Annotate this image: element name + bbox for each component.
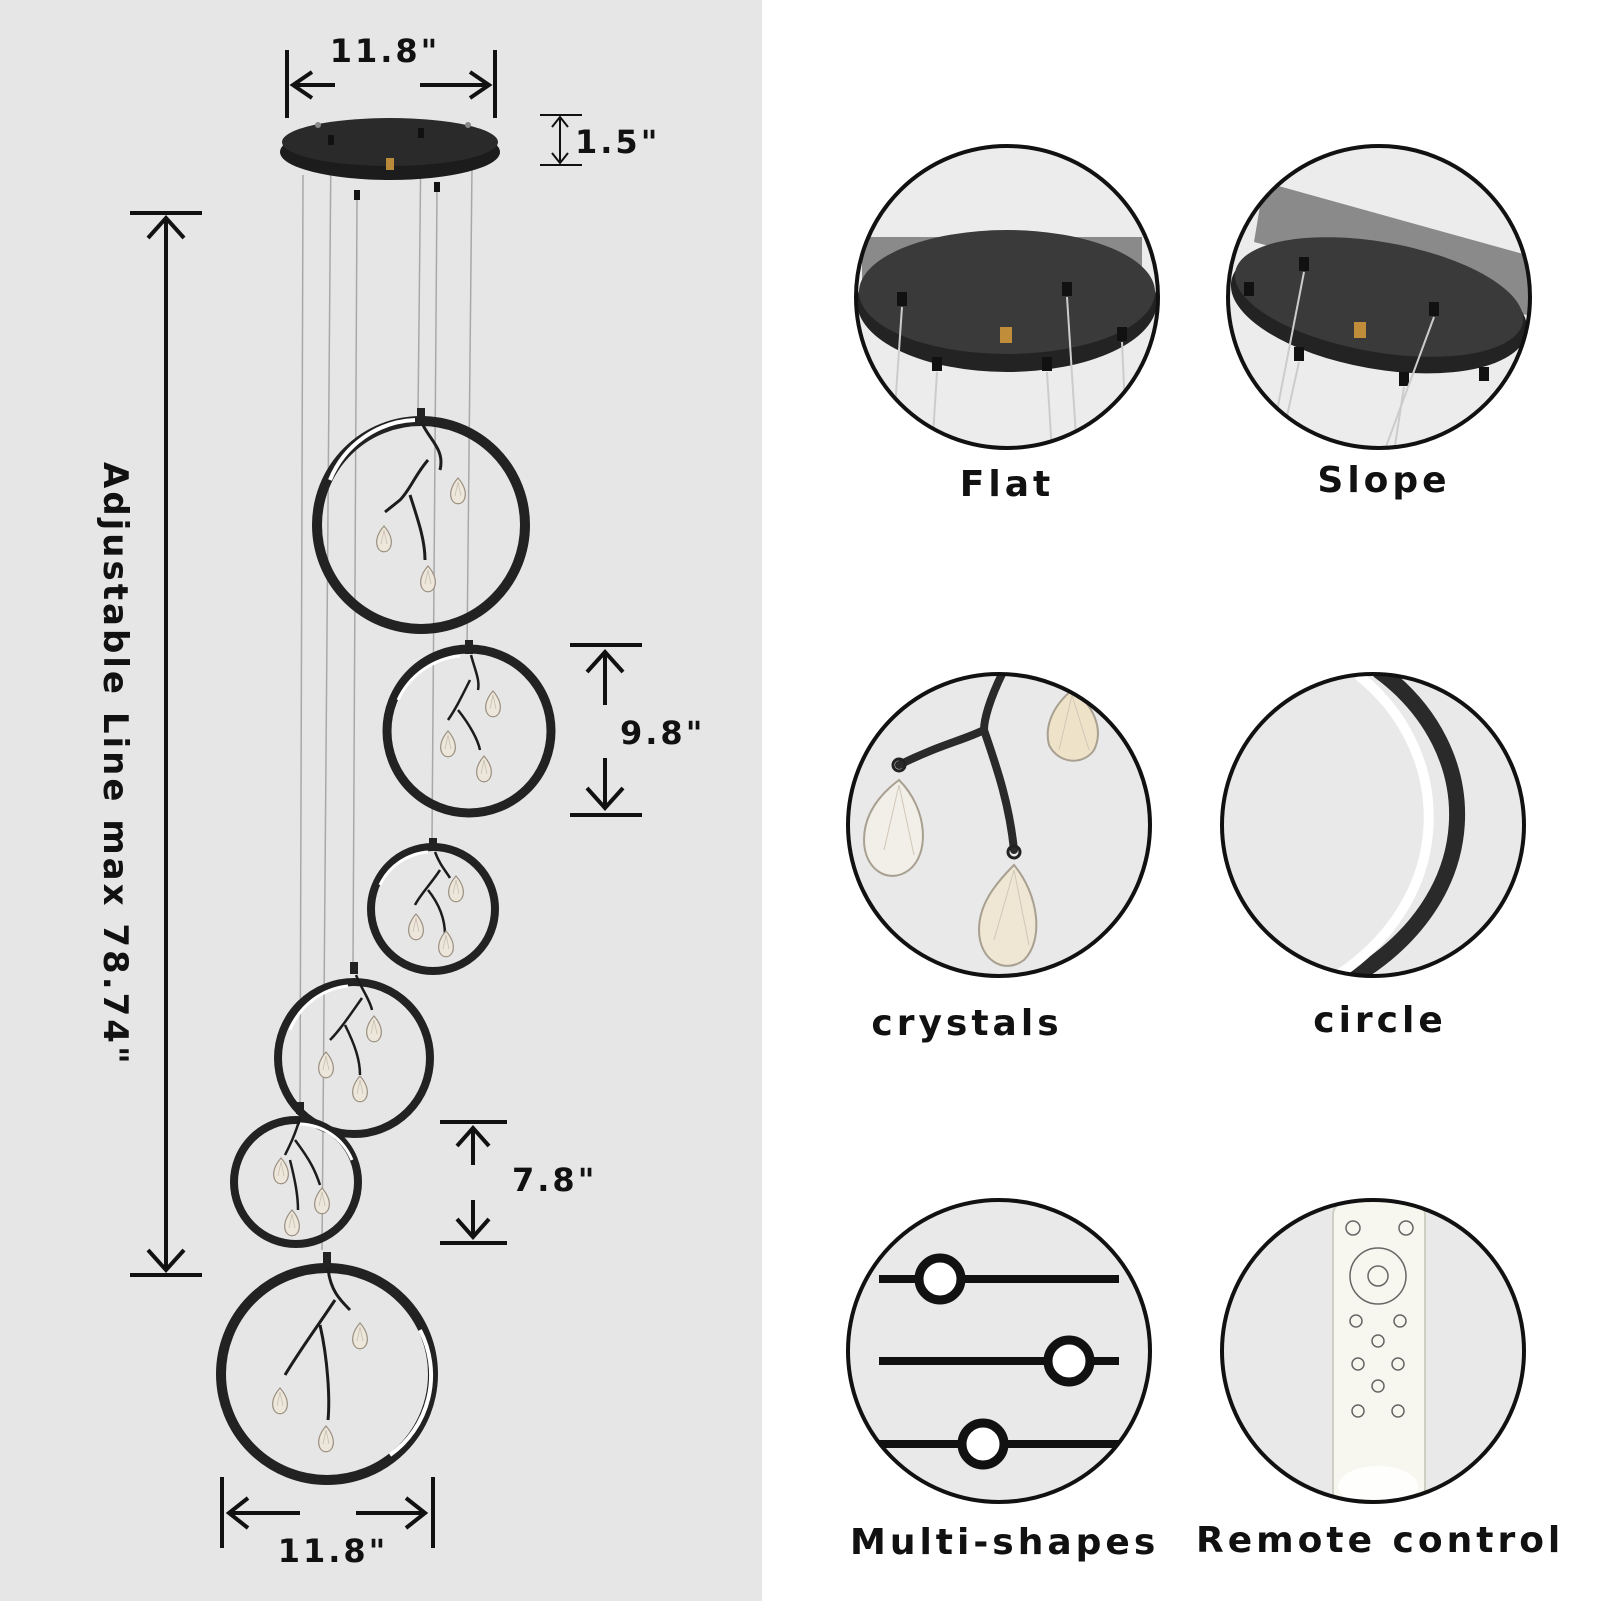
canopy-width-dimension (285, 50, 497, 118)
small-ring-label: 7.8" (512, 1161, 597, 1199)
crystals-image (846, 672, 1152, 978)
canopy-height-label: 1.5" (575, 123, 660, 161)
small-ring-dimension (440, 1120, 507, 1245)
ring-1 (312, 408, 530, 634)
large-ring-dimension (570, 643, 642, 817)
feature-label-remote-control: Remote control (1196, 1520, 1565, 1561)
bottom-width-label: 11.8" (278, 1532, 389, 1570)
line-length-dimension (130, 211, 202, 1277)
dimension-panel: 11.8" 1.5" Adjustable Line max 78.74" 9.… (0, 0, 762, 1601)
chandelier-dimension-diagram: 11.8" 1.5" Adjustable Line max 78.74" 9.… (95, 32, 705, 1570)
large-ring-label: 9.8" (620, 714, 705, 752)
canopy-height-dimension (540, 114, 582, 166)
feature-label-flat: Flat (959, 464, 1055, 505)
slope-mount-image (1226, 144, 1532, 450)
circle-ring-image (1220, 672, 1526, 978)
ring-6 (216, 1252, 438, 1485)
flat-mount-image (854, 144, 1160, 450)
pendant-rings (216, 408, 556, 1485)
ring-3 (367, 838, 499, 975)
line-length-label: Adjustable Line max 78.74" (95, 462, 135, 1067)
ring-5 (230, 1102, 362, 1248)
ring-2 (382, 640, 556, 818)
bottom-width-dimension (220, 1477, 435, 1548)
ring-4 (274, 962, 434, 1138)
feature-label-slope: Slope (1317, 460, 1451, 501)
canopy (280, 118, 500, 200)
feature-label-circle: circle (1313, 1000, 1447, 1041)
feature-label-multi-shapes: Multi-shapes (850, 1522, 1160, 1563)
feature-label-crystals: crystals (871, 1003, 1063, 1044)
canopy-width-label: 11.8" (330, 32, 441, 70)
suspension-wires (299, 134, 473, 1251)
multi-shapes-image (846, 1198, 1152, 1504)
remote-control-image (1220, 1198, 1526, 1504)
